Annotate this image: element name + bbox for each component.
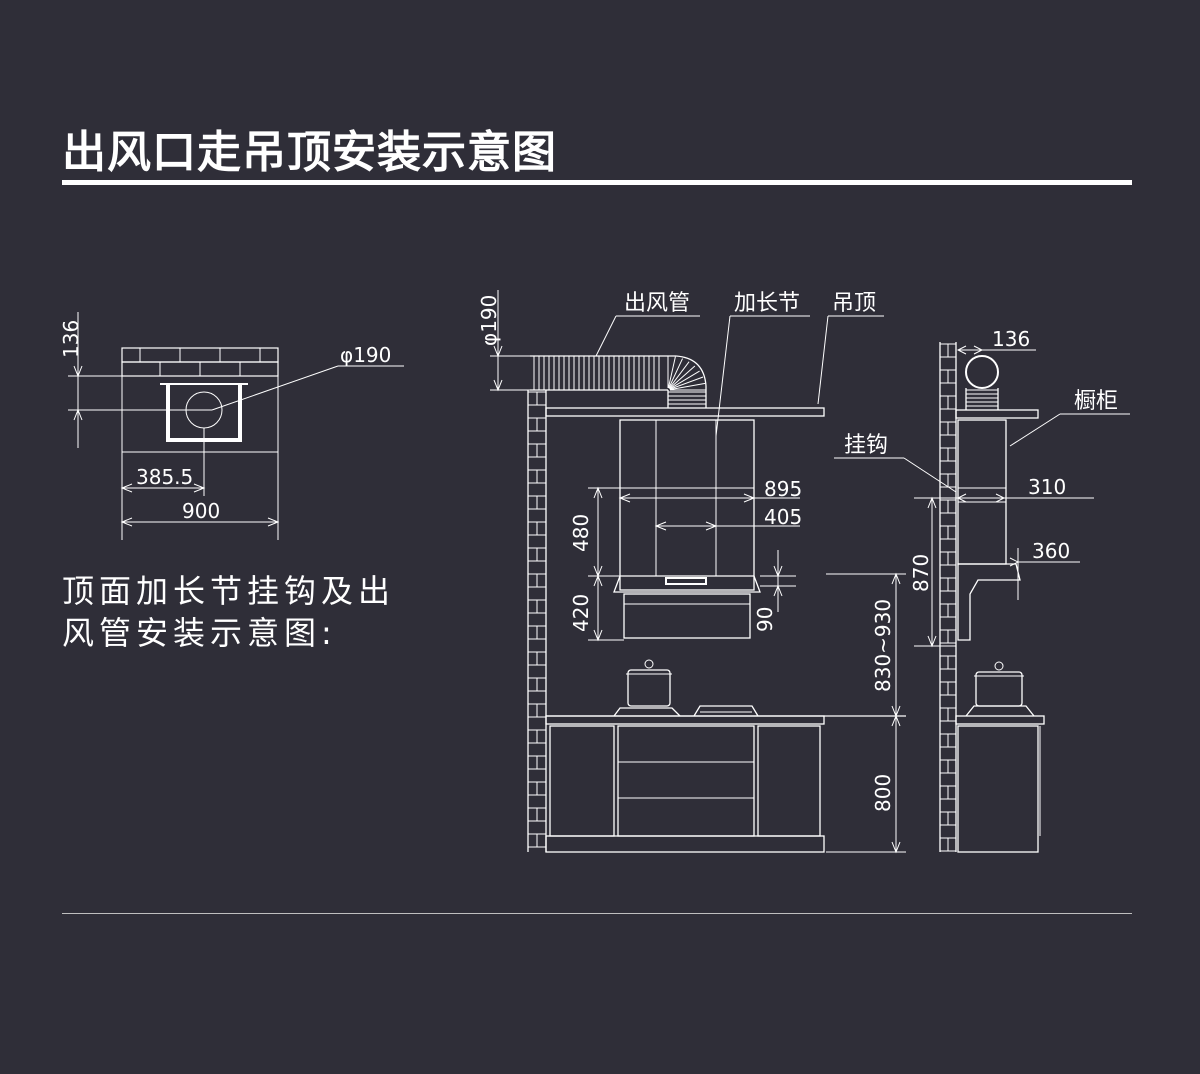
label-hook: 挂钩 — [844, 433, 888, 458]
top-view-height-label: 136 — [59, 320, 83, 358]
exhaust-duct — [530, 355, 707, 408]
ceiling-board — [545, 407, 825, 417]
side-hood-profile — [957, 563, 1021, 641]
height-480-label: 480 — [569, 514, 593, 552]
description-line-2: 风管安装示意图: — [62, 614, 337, 652]
top-view-offset-label: 385.5 — [136, 465, 193, 489]
page-title: 出风口走吊顶安装示意图 — [62, 127, 557, 178]
height-420-label: 420 — [569, 594, 593, 632]
front-view: 出风管 加长节 吊顶 φ190 895 405 480 420 — [477, 290, 906, 854]
bottom-divider — [62, 913, 1132, 914]
width-405-label: 405 — [764, 505, 802, 529]
hood-chimney — [619, 419, 755, 591]
side-duct-circle — [965, 355, 999, 389]
side-cabinet — [957, 725, 1039, 853]
side-view-brick-wall — [940, 343, 956, 852]
side-view: 136 橱柜 挂钩 310 870 360 — [834, 327, 1130, 853]
front-burner-right — [693, 705, 759, 717]
side-pot — [974, 661, 1024, 707]
height-830-930-label: 830~930 — [871, 599, 895, 692]
front-view-brick-wall — [528, 391, 546, 848]
top-view-brick-strip — [121, 347, 279, 377]
height-90-label: 90 — [753, 607, 777, 632]
cabinet-base — [545, 835, 825, 853]
side-hood-column — [957, 419, 1007, 565]
width-895-label: 895 — [764, 477, 802, 501]
label-cabinet: 橱柜 — [1074, 389, 1118, 414]
duct-diameter-label: φ190 — [477, 295, 501, 346]
description-line-1: 顶面加长节挂钩及出 — [62, 572, 396, 610]
front-burner-left — [613, 707, 681, 717]
label-duct: 出风管 — [624, 291, 690, 316]
front-pot — [626, 659, 672, 707]
side-360-label: 360 — [1032, 539, 1070, 563]
top-view-width-label: 900 — [182, 499, 220, 523]
top-view: φ190 136 385.5 900 — [59, 312, 404, 540]
label-extension: 加长节 — [734, 291, 800, 316]
top-view-diameter-label: φ190 — [340, 343, 391, 367]
label-ceiling: 吊顶 — [832, 291, 876, 316]
side-310-label: 310 — [1028, 475, 1066, 499]
hood-body — [613, 575, 761, 593]
title-underline — [62, 180, 1132, 185]
description: 顶面加长节挂钩及出 风管安装示意图: — [62, 570, 395, 654]
side-countertop — [955, 715, 1045, 725]
side-870-label: 870 — [909, 554, 933, 592]
height-800-label: 800 — [871, 774, 895, 812]
hood-lower — [623, 593, 751, 639]
side-duct — [965, 388, 999, 410]
countertop — [545, 715, 825, 725]
side-136-label: 136 — [992, 327, 1030, 351]
